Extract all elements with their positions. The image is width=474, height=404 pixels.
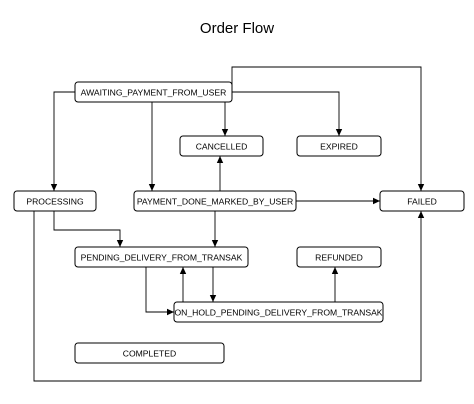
state-node-completed: COMPLETED (74, 342, 225, 364)
state-box (74, 246, 249, 268)
state-box (173, 301, 384, 323)
state-label: FAILED (407, 197, 437, 207)
state-label: EXPIRED (320, 142, 358, 152)
node-layer: AWAITING_PAYMENT_FROM_USER CANCELLED EXPIR… (13, 81, 465, 364)
edge-awaiting-payment-to-expired (232, 91, 343, 136)
state-box (13, 190, 97, 212)
state-label: AWAITING_PAYMENT_FROM_USER (81, 88, 227, 98)
edge-processing-to-pending-delivery (53, 211, 124, 247)
diagram-title: Order Flow (199, 20, 275, 37)
state-node-on-hold: ON_HOLD_PENDING_DELIVERY_FROM_TRANSAK (173, 301, 384, 323)
state-box (296, 246, 382, 268)
state-node-refunded: REFUNDED (296, 246, 382, 268)
state-node-awaiting-payment: AWAITING_PAYMENT_FROM_USER (74, 81, 233, 103)
state-label: PROCESSING (26, 197, 84, 207)
state-node-expired: EXPIRED (296, 135, 382, 157)
state-box (296, 135, 382, 157)
state-label: PAYMENT_DONE_MARKED_BY_USER (137, 197, 293, 207)
state-label: ON_HOLD_PENDING_DELIVERY_FROM_TRANSAK (174, 308, 382, 318)
state-label: PENDING_DELIVERY_FROM_TRANSAK (81, 253, 243, 263)
edge-pending-delivery-to-completed (145, 267, 174, 316)
state-node-cancelled: CANCELLED (179, 135, 264, 157)
state-box (74, 81, 233, 103)
state-node-pending-delivery: PENDING_DELIVERY_FROM_TRANSAK (74, 246, 249, 268)
state-box (74, 342, 225, 364)
state-node-processing: PROCESSING (13, 190, 97, 212)
state-label: REFUNDED (315, 253, 363, 263)
edge-awaiting-payment-to-failed (231, 66, 425, 191)
edge-layer (33, 66, 425, 382)
edge-awaiting-payment-to-processing (50, 91, 75, 191)
state-box (133, 190, 297, 212)
state-box (379, 190, 465, 212)
state-label: CANCELLED (196, 142, 248, 152)
state-box (179, 135, 264, 157)
state-node-payment-done: PAYMENT_DONE_MARKED_BY_USER (133, 190, 297, 212)
state-label: COMPLETED (123, 349, 176, 359)
edge-processing-to-failed (33, 211, 425, 382)
state-node-failed: FAILED (379, 190, 465, 212)
